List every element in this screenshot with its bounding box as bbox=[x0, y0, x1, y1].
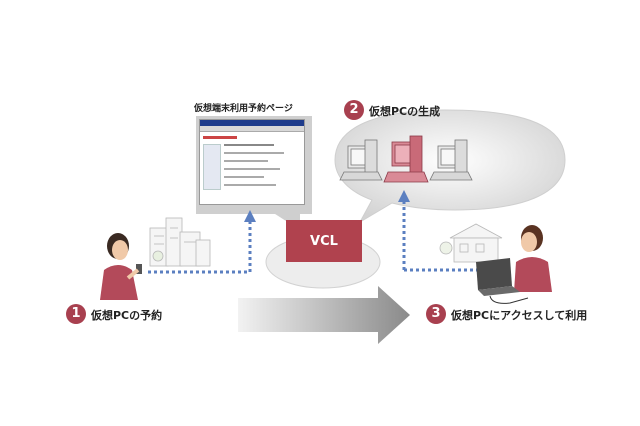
web-page-title: 仮想端末利用予約ページ bbox=[194, 104, 293, 114]
step-1-label: 仮想PCの予約 bbox=[91, 309, 163, 322]
step-1-badge: 1 bbox=[66, 304, 86, 324]
pc-tower-icon bbox=[429, 139, 473, 181]
vcl-server: VCL bbox=[286, 220, 362, 262]
flow-arrow bbox=[238, 286, 410, 344]
pc-tower-icon bbox=[383, 135, 429, 183]
connector-lines bbox=[148, 200, 480, 274]
step-3-label: 仮想PCにアクセスして利用 bbox=[451, 309, 588, 322]
city-buildings-icon bbox=[149, 217, 211, 267]
browser-titlebar bbox=[200, 120, 304, 126]
step-2-badge: 2 bbox=[344, 100, 364, 120]
vcl-label: VCL bbox=[310, 233, 338, 249]
user-with-laptop-icon bbox=[476, 225, 552, 304]
step-3-badge: 3 bbox=[426, 304, 446, 324]
user-with-phone-icon bbox=[100, 233, 142, 300]
step-2-label: 仮想PCの生成 bbox=[369, 105, 441, 118]
pc-tower-icon bbox=[339, 139, 383, 181]
browser-toolbar bbox=[200, 126, 304, 132]
house-icon bbox=[439, 223, 503, 263]
browser-window-icon bbox=[199, 119, 305, 205]
browser-content bbox=[200, 132, 304, 202]
